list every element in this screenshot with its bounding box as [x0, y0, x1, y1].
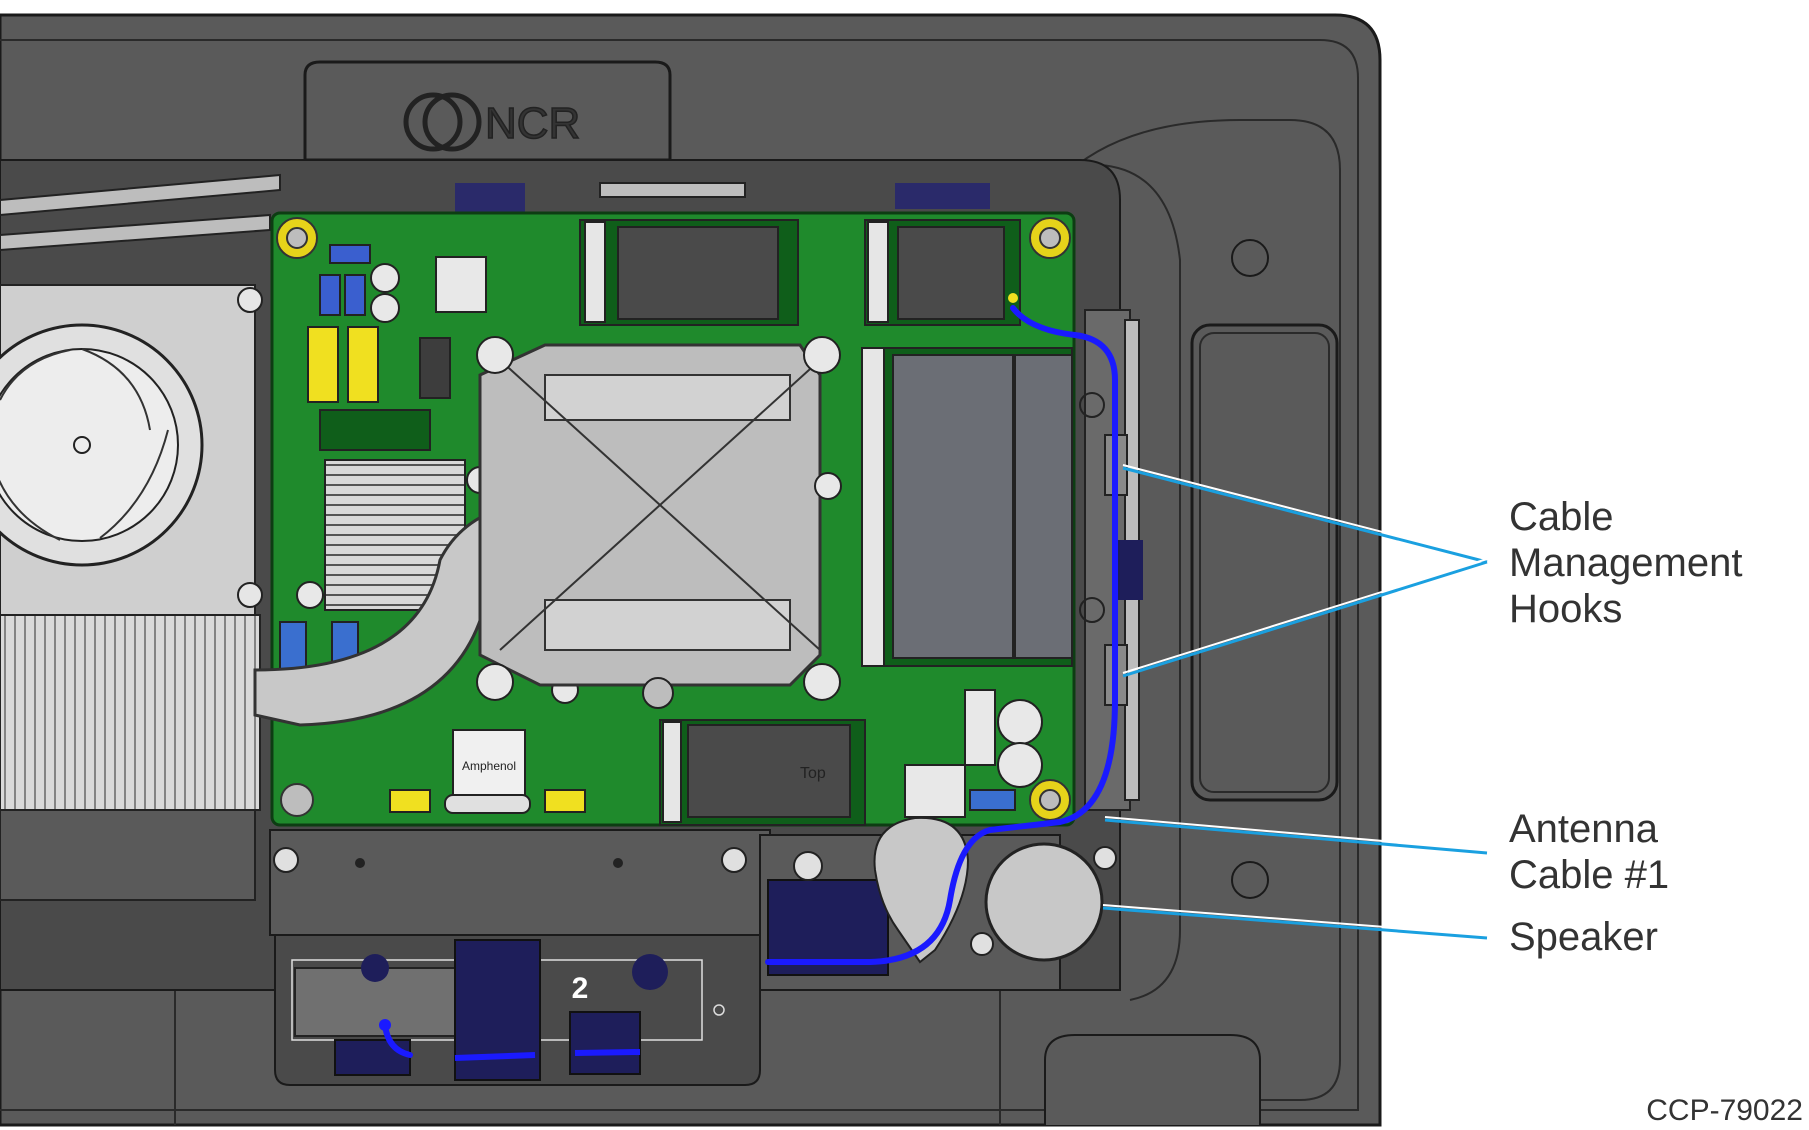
- callout-speaker: Speaker: [1509, 914, 1658, 960]
- callout-line: Cable #1: [1509, 853, 1670, 897]
- ncr-logo-text: NCR: [485, 99, 580, 148]
- figure-id: CCP-79022: [1646, 1094, 1803, 1127]
- callout-line: Hooks: [1509, 587, 1623, 631]
- callout-line: Antenna: [1509, 807, 1659, 851]
- callout-line: Cable: [1509, 495, 1614, 539]
- antenna-cable: [379, 305, 1118, 1061]
- cpu-heatsink: [253, 336, 842, 727]
- ncr-logo: NCR: [403, 92, 581, 152]
- callout-line: Management: [1509, 541, 1743, 585]
- callout-antenna-cable-1: Antenna Cable #1: [1509, 806, 1669, 898]
- callout-cable-management-hooks: Cable Management Hooks: [1509, 494, 1742, 632]
- cooling-fan: [0, 284, 263, 901]
- callout-leader-lines: [1102, 464, 1488, 940]
- bay-number-label: 2: [572, 972, 589, 1005]
- callout-line: Speaker: [1509, 915, 1658, 959]
- ssd-top-label: Top: [800, 765, 826, 782]
- amphenol-connector-label: Amphenol: [462, 759, 516, 773]
